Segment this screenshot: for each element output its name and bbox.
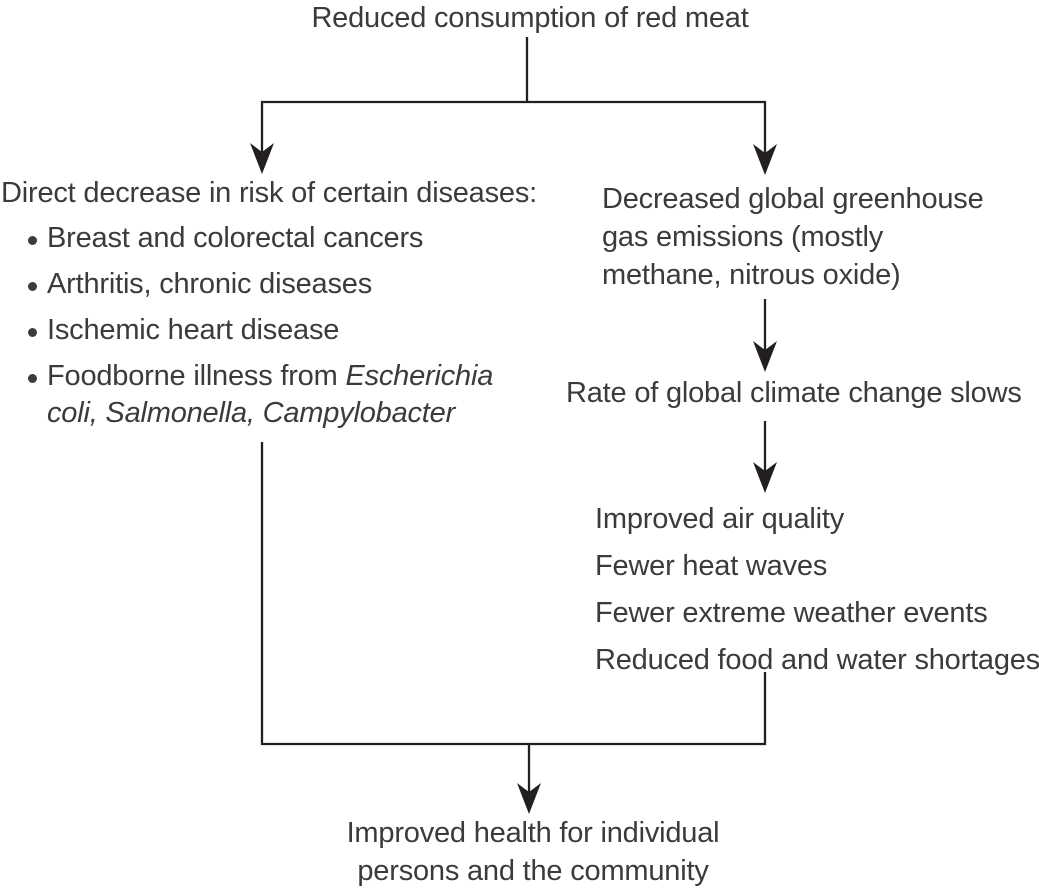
bullet-text: Breast and colorectal cancers bbox=[47, 222, 424, 254]
arrow-down-icon bbox=[517, 783, 541, 814]
merge-line bbox=[260, 442, 767, 746]
bullet-icon bbox=[28, 282, 37, 291]
benefit-line: Reduced food and water shortages bbox=[595, 644, 1039, 676]
outcome-line: Improved health for individual bbox=[346, 817, 720, 849]
bullet-text: Ischemic heart disease bbox=[47, 314, 340, 346]
top-branch-line bbox=[260, 100, 767, 153]
diagram-title: Reduced consumption of red meat bbox=[311, 2, 749, 34]
bullet-text-italic: coli, Salmonella, Campylobacter bbox=[47, 397, 456, 429]
benefit-line: Improved air quality bbox=[595, 503, 845, 535]
list-item: Breast and colorectal cancers bbox=[28, 220, 423, 256]
arrow-down-icon bbox=[753, 144, 777, 175]
benefit-line: Fewer heat waves bbox=[595, 550, 828, 582]
arrow-down-icon bbox=[250, 143, 274, 174]
arrow-down-icon bbox=[753, 462, 777, 493]
bullet-text-italic: Escherichia bbox=[345, 360, 494, 392]
list-item: Foodborne illness from Escherichia bbox=[28, 358, 493, 394]
left-branch-heading: Direct decrease in risk of certain disea… bbox=[1, 177, 537, 209]
bullet-text: Arthritis, chronic diseases bbox=[47, 268, 372, 300]
outcome-node: Improved health for individual persons a… bbox=[283, 814, 783, 890]
greenhouse-line: Decreased global greenhouse bbox=[602, 183, 984, 215]
bullet-text: Foodborne illness from bbox=[47, 360, 338, 392]
climate-rate-node: Rate of global climate change slows bbox=[566, 377, 1022, 409]
list-item-continuation: coli, Salmonella, Campylobacter bbox=[47, 395, 455, 431]
bullet-icon bbox=[28, 236, 37, 245]
list-item: Arthritis, chronic diseases bbox=[28, 266, 372, 302]
list-item: Ischemic heart disease bbox=[28, 312, 339, 348]
bullet-icon bbox=[28, 328, 37, 337]
greenhouse-line: gas emissions (mostly bbox=[602, 221, 884, 253]
climate-benefits-node: Improved air quality Fewer heat waves Fe… bbox=[595, 496, 1039, 684]
benefit-line: Fewer extreme weather events bbox=[595, 597, 988, 629]
arrow-down-icon bbox=[753, 341, 777, 372]
greenhouse-line: methane, nitrous oxide) bbox=[602, 259, 901, 291]
greenhouse-gas-node: Decreased global greenhouse gas emission… bbox=[602, 180, 984, 294]
outcome-line: persons and the community bbox=[357, 855, 709, 887]
bullet-icon bbox=[28, 374, 37, 383]
